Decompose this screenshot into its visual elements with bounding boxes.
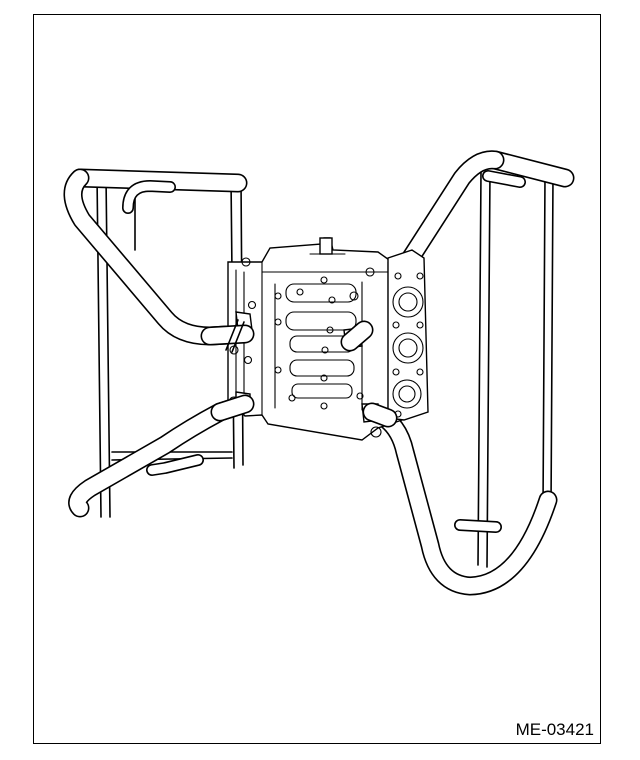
left-stand-tubes — [63, 168, 255, 518]
figure-frame — [33, 14, 601, 744]
arm-attachments — [200, 319, 398, 428]
figure-code: ME-03421 — [515, 720, 594, 739]
cylinder-head — [387, 249, 429, 421]
right-stand-rails — [419, 171, 554, 568]
